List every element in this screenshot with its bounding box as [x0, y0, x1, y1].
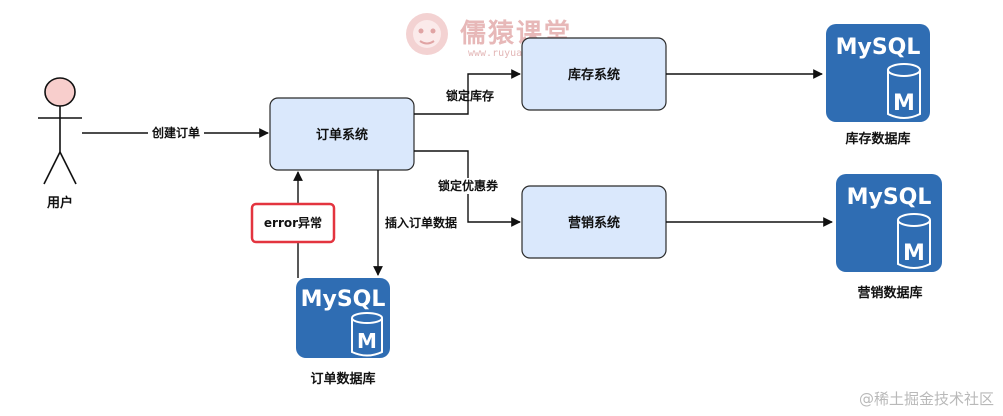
inventory-db-icon: MySQL M: [826, 24, 930, 122]
watermark-logo: [406, 13, 448, 55]
svg-text:M: M: [893, 91, 915, 116]
order-system-box[interactable]: [269, 97, 415, 171]
marketing-db-caption: 营销数据库: [857, 285, 922, 301]
error-badge: [250, 202, 336, 244]
inventory-system-label: 库存系统: [568, 67, 620, 83]
error-badge-label: error异常: [264, 215, 322, 230]
order-system-label: 订单系统: [316, 127, 368, 143]
marketing-system-label: 营销系统: [568, 215, 620, 231]
svg-text:MySQL: MySQL: [836, 35, 921, 60]
footer-watermark: @稀土掘金技术社区: [859, 390, 994, 408]
order-db-caption: 订单数据库: [310, 371, 375, 387]
svg-text:M: M: [903, 241, 925, 266]
user-actor-icon: [38, 77, 82, 185]
marketing-db-icon: MySQL M: [836, 174, 942, 272]
inventory-db-caption: 库存数据库: [845, 131, 910, 147]
edge-lock-coupon-label: 锁定优惠券: [438, 178, 499, 193]
svg-text:M: M: [357, 329, 377, 353]
svg-text:MySQL: MySQL: [847, 185, 932, 210]
edge-insert-order-label: 插入订单数据: [385, 215, 457, 230]
edge-create-order-label: 创建订单: [151, 125, 200, 140]
edge-lock-stock-label: 锁定库存: [446, 88, 494, 103]
edge-lock-stock: [414, 69, 521, 115]
order-db-icon: MySQL M: [296, 278, 390, 358]
user-label: 用户: [46, 195, 73, 211]
svg-text:MySQL: MySQL: [301, 287, 386, 312]
